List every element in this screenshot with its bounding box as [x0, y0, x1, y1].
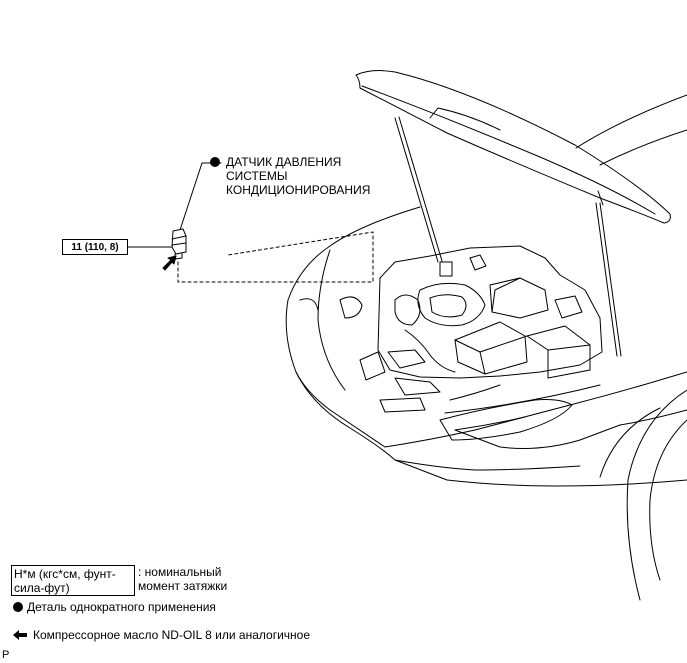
sensor-label-line2: СИСТЕМЫ: [226, 169, 288, 183]
engine-components: [299, 245, 603, 413]
legend-compressor-oil-text: Компрессорное масло ND-OIL 8 или аналоги…: [33, 628, 311, 642]
sensor-leader-line: [179, 162, 222, 231]
oil-arrow-icon: [162, 255, 177, 271]
pressure-sensor-part: [171, 228, 187, 260]
torque-value-box: 11 (110, 8): [62, 239, 128, 255]
filled-circle-icon: [210, 157, 220, 167]
sensor-callout-label: ДАТЧИК ДАВЛЕНИЯ СИСТЕМЫ КОНДИЦИОНИРОВАНИ…: [210, 155, 371, 197]
legend-torque-desc-line1: : номинальный: [138, 565, 222, 579]
legend-torque-description: : номинальный момент затяжки: [138, 565, 227, 593]
left-arrow-icon: [13, 630, 27, 640]
legend-torque-unit-line2: сила-фут): [14, 581, 70, 595]
legend-torque-unit-box: Н*м (кгс*см, фунт- сила-фут): [11, 565, 135, 596]
windshield-edge: [575, 94, 687, 149]
mount-location-dashed-line: [177, 231, 374, 283]
legend-torque-unit-line1: Н*м (кгс*см, фунт-: [14, 567, 116, 581]
open-hood: [355, 70, 671, 224]
windshield-edge-lower: [599, 129, 687, 166]
legend-compressor-oil: Компрессорное масло ND-OIL 8 или аналоги…: [13, 628, 310, 642]
legend-single-use-text: Деталь однократного применения: [27, 600, 216, 614]
filled-circle-icon: [13, 602, 23, 612]
hood-struts: [394, 116, 622, 357]
legend-single-use: Деталь однократного применения: [13, 600, 216, 614]
car-body-outline: [285, 206, 687, 487]
sensor-label-line3: КОНДИЦИОНИРОВАНИЯ: [226, 183, 371, 197]
headlamp: [439, 399, 573, 441]
front-wheel-arch: [599, 389, 687, 601]
legend-torque-desc-line2: момент затяжки: [138, 579, 228, 593]
page-mark: P: [2, 649, 10, 661]
sensor-label-line1: ДАТЧИК ДАВЛЕНИЯ: [226, 155, 342, 169]
